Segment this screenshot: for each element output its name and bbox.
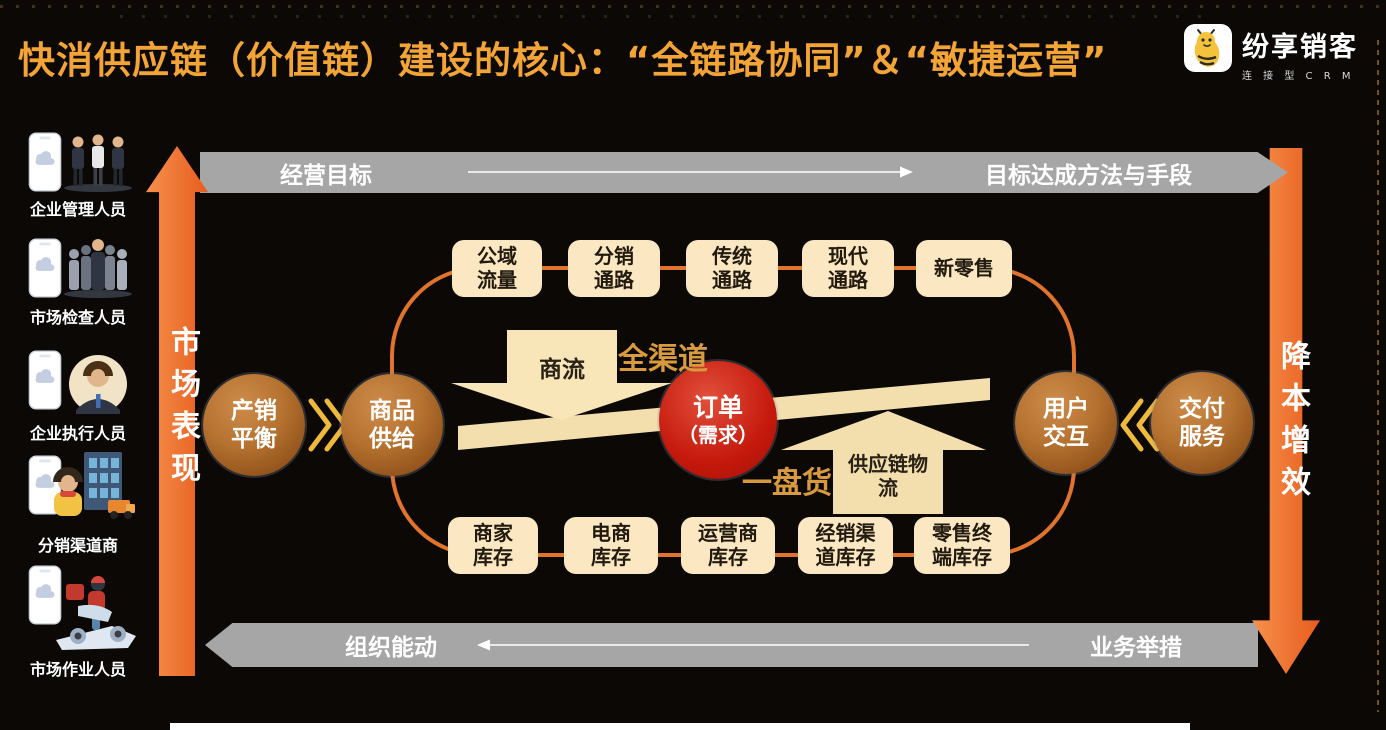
phone-distributor-icon — [28, 452, 135, 519]
node-goods-supply: 商品供给 — [341, 374, 443, 476]
inventory-box: 电商库存 — [564, 517, 658, 574]
phone-managers-icon — [28, 132, 132, 192]
phone-field-worker-icon — [28, 565, 136, 650]
gold-dashed-border-right — [1377, 40, 1379, 712]
bottom-bar-right-label: 业务举措 — [1090, 635, 1182, 661]
brand-tagline: 连 接 型 C R M — [1242, 71, 1355, 82]
double-chevron-left-icon — [1120, 398, 1160, 452]
channel-box: 传统通路 — [686, 240, 778, 297]
flow-arrow-left-icon — [477, 639, 1029, 651]
node-user-interaction: 用户交互 — [1015, 372, 1117, 474]
bottom-strategy-bar: 组织能动 业务举措 — [205, 623, 1258, 667]
channel-box: 新零售 — [916, 240, 1012, 297]
role-label: 市场检查人员 — [29, 308, 126, 327]
flow-arrow-right-icon — [468, 166, 913, 178]
channel-box: 现代通路 — [802, 240, 894, 297]
commerce-flow-label: 商流 — [539, 357, 585, 383]
bee-mascot-icon — [1184, 24, 1232, 72]
bottom-white-strip — [170, 723, 1190, 730]
phone-inspectors-icon — [28, 238, 132, 298]
inventory-box: 零售终端库存 — [914, 517, 1010, 574]
one-inventory-pool-label: 一盘货 — [742, 466, 832, 501]
role-label: 分销渠道商 — [37, 536, 118, 555]
role-label: 企业管理人员 — [29, 200, 126, 219]
top-bar-left-label: 经营目标 — [280, 162, 372, 189]
gold-dotted-border-top-2 — [120, 15, 1220, 18]
brand-name: 纷享销客 — [1242, 32, 1358, 63]
top-strategy-bar: 经营目标 目标达成方法与手段 — [200, 152, 1288, 193]
bottom-bar-left-label: 组织能动 — [345, 635, 437, 661]
supply-logistics-label: 供应链物 流 — [848, 452, 928, 500]
omni-channel-label: 全渠道 — [618, 342, 708, 377]
channel-box: 分销通路 — [568, 240, 660, 297]
node-delivery-service: 交付服务 — [1151, 372, 1253, 474]
cost-efficiency-label: 降本增效 — [1275, 340, 1310, 508]
slide-title: 快消供应链（价值链）建设的核心：“全链路协同”＆“敏捷运营” — [18, 39, 1108, 82]
inventory-box: 运营商库存 — [681, 517, 775, 574]
top-bar-right-label: 目标达成方法与手段 — [985, 162, 1192, 189]
role-label: 企业执行人员 — [29, 424, 126, 443]
gold-dotted-border-top — [0, 5, 1386, 8]
phone-executive-icon — [28, 350, 127, 414]
channel-box: 公域流量 — [452, 240, 542, 297]
inventory-box: 经销渠道库存 — [798, 517, 893, 574]
inventory-box: 商家库存 — [448, 517, 538, 574]
market-performance-label: 市场表现 — [165, 326, 200, 494]
role-label: 市场作业人员 — [29, 660, 126, 679]
node-production-sales-balance: 产销平衡 — [203, 374, 305, 476]
